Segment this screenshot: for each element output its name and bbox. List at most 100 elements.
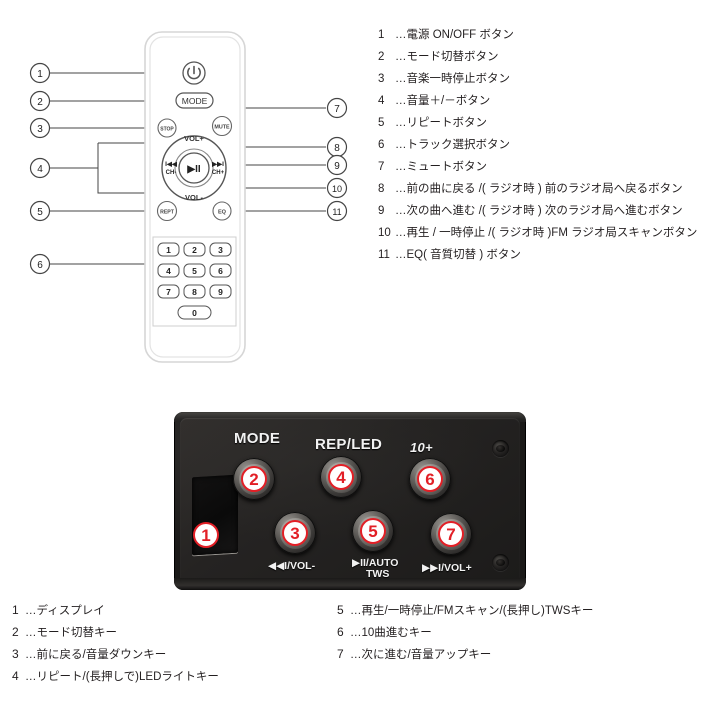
legend-item-dots: … [395,139,406,151]
legend-item: 10 … 再生 / 一時停止 /( ラジオ時 )FM ラジオ局スキャンボタン [378,222,708,244]
remote-vol-up-label: VOL+ [184,134,204,143]
remote-prev-icon: I◀◀ [165,161,178,168]
svg-text:1: 1 [166,245,171,255]
remote-next-sub-label: CH+ [212,170,225,176]
control-panel-surface: MODE REP/LED 10+ ◀◀I/VOL- ▶II/AUTO TWS ▶… [180,418,520,584]
panel-button-10-plus[interactable]: 6 [409,458,451,500]
panel-button-mode[interactable]: 2 [233,458,275,500]
legend-item-number: 3 [378,73,385,85]
callout-6: 6 [29,253,51,275]
remote-eq-label: EQ [218,210,227,216]
remote-rept-button[interactable]: REPT [156,200,178,222]
panel-button-rep-led-cap: 4 [325,461,357,493]
legend-item-text: 前に戻る/音量ダウンキー [36,649,167,661]
svg-text:1: 1 [37,69,43,80]
legend-item: 2 … モード切替ボタン [378,46,708,68]
legend-item-dots: … [25,605,36,617]
legend-item-dots: … [395,73,406,85]
remote-keypad[interactable]: 1 2 3 4 5 6 7 8 9 0 [157,242,232,320]
panel-button-play-auto-tws[interactable]: 5 [352,510,394,552]
legend-item-number: 2 [12,625,19,639]
remote-key-9: 9 [209,284,232,299]
svg-text:6: 6 [218,266,223,276]
panel-label-play-auto: ▶II/AUTO [352,557,399,569]
callout-bubbles-left: 1 2 3 4 5 6 [29,62,51,275]
panel-label-mode: MODE [234,430,281,447]
legend-item-dots: … [395,227,406,239]
legend-item: 1 … 電源 ON/OFF ボタン [378,24,708,46]
svg-text:5: 5 [37,207,43,218]
legend-item: 4 … リピート/(長押しで)LEDライトキー [12,666,342,688]
legend-item-number: 5 [337,603,344,617]
panel-button-next-vol-up[interactable]: 7 [430,513,472,555]
legend-item-text: 10曲進むキー [361,627,432,639]
remote-diagram-section: MODE STOP MUTE VOL+ VOL- I◀◀ CH- ▶▶I CH+… [29,24,708,363]
remote-key-6: 6 [209,263,232,278]
svg-text:11: 11 [332,207,341,217]
legend-item-dots: … [350,627,361,639]
panel-label-prev-vol-down: ◀◀I/VOL- [268,560,316,572]
svg-text:9: 9 [334,161,340,172]
legend-item-dots: … [395,29,406,41]
svg-text:2: 2 [192,245,197,255]
legend-item-number: 5 [378,117,385,129]
remote-mute-button[interactable]: MUTE [211,115,233,137]
legend-item-text: リピート/(長押しで)LEDライトキー [36,671,219,683]
panel-button-rep-led[interactable]: 4 [320,456,362,498]
remote-stop-button[interactable]: STOP [157,118,177,138]
svg-text:4: 4 [166,266,171,276]
legend-item-text: 電源 ON/OFF ボタン [406,29,514,41]
legend-item-text: ディスプレイ [36,605,105,617]
legend-item: 4 … 音量＋/－ボタン [378,90,708,112]
panel-button-prev-vol-down[interactable]: 3 [274,512,316,554]
panel-button-play-cap: 5 [357,515,389,547]
remote-key-5: 5 [183,263,206,278]
svg-text:3: 3 [37,124,43,135]
panel-marker-2: 2 [241,466,267,492]
svg-text:5: 5 [192,266,197,276]
svg-text:9: 9 [218,287,223,297]
legend-item: 7 … ミュートボタン [378,156,708,178]
legend-item-dots: … [395,161,406,173]
legend-item-text: 前の曲に戻る /( ラジオ時 ) 前のラジオ局へ戻るボタン [406,183,683,195]
screw-bottom-right-icon [492,554,509,571]
legend-item-dots: … [25,671,36,683]
legend-item-number: 4 [12,669,19,683]
callout-7: 7 [326,97,348,119]
panel-marker-6: 6 [417,466,443,492]
callout-9: 9 [326,154,348,176]
remote-mode-button[interactable]: MODE [175,92,214,109]
legend-item-dots: … [395,205,406,217]
legend-item-number: 7 [378,161,385,173]
legend-item: 7 … 次に進む/音量アップキー [337,644,707,666]
remote-eq-button[interactable]: EQ [212,201,232,221]
screw-top-right-icon [492,440,509,457]
panel-legend-left: 1 … ディスプレイ 2 … モード切替キー 3 … 前に戻る/音量ダウンキー … [12,600,342,688]
callout-10: 10 [326,177,348,199]
panel-button-next-cap: 7 [435,518,467,550]
legend-item: 1 … ディスプレイ [12,600,342,622]
legend-item-dots: … [395,95,406,107]
panel-label-next-vol-up: ▶▶I/VOL+ [422,562,472,574]
panel-label-rep-led: REP/LED [315,436,383,453]
legend-item: 5 … リピートボタン [378,112,708,134]
legend-item-text: 再生/一時停止/FMスキャン/(長押し)TWSキー [361,605,594,617]
remote-power-button[interactable] [182,61,206,85]
legend-item: 3 … 音楽一時停止ボタン [378,68,708,90]
legend-item-number: 10 [378,227,391,239]
remote-key-1: 1 [157,242,180,257]
panel-button-10-plus-cap: 6 [414,463,446,495]
legend-item-text: 音量＋/－ボタン [406,95,491,107]
legend-item-text: リピートボタン [406,117,488,129]
remote-nav-ring[interactable] [161,135,227,201]
remote-key-8: 8 [183,284,206,299]
callout-1: 1 [29,62,51,84]
legend-item-dots: … [350,649,361,661]
legend-item-text: 次に進む/音量アップキー [361,649,492,661]
panel-marker-5: 5 [360,518,386,544]
legend-item-number: 3 [12,647,19,661]
legend-item-text: モード切替ボタン [406,51,499,63]
legend-item-text: 音楽一時停止ボタン [406,73,511,85]
legend-item: 2 … モード切替キー [12,622,342,644]
remote-keypad-frame [152,236,237,327]
